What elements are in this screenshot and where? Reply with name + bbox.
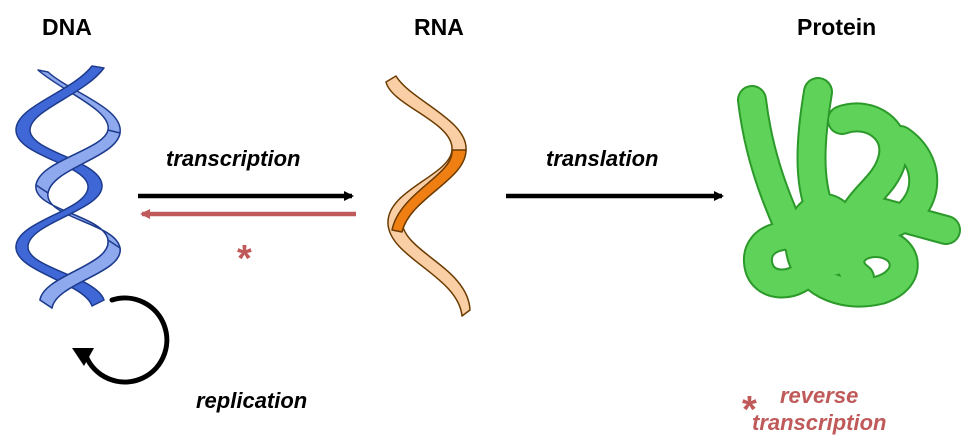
protein-chain-icon bbox=[737, 77, 961, 308]
reverse-label-line2: transcription bbox=[752, 410, 887, 435]
rna-strand-icon bbox=[385, 75, 471, 317]
dna-helix-icon bbox=[15, 65, 121, 309]
translation-label: translation bbox=[546, 146, 659, 171]
replication-loop-arrow bbox=[83, 295, 170, 385]
replication-arrowhead-icon bbox=[72, 348, 94, 366]
reverse-label-line1: reverse bbox=[780, 383, 859, 408]
transcription-label: transcription bbox=[166, 146, 301, 171]
dna-title: DNA bbox=[42, 14, 92, 40]
reverse-transcription-marker: * bbox=[237, 238, 252, 280]
protein-title: Protein bbox=[797, 14, 877, 40]
legend-marker: * bbox=[742, 389, 757, 431]
rna-title: RNA bbox=[414, 14, 464, 40]
replication-label: replication bbox=[196, 388, 308, 413]
